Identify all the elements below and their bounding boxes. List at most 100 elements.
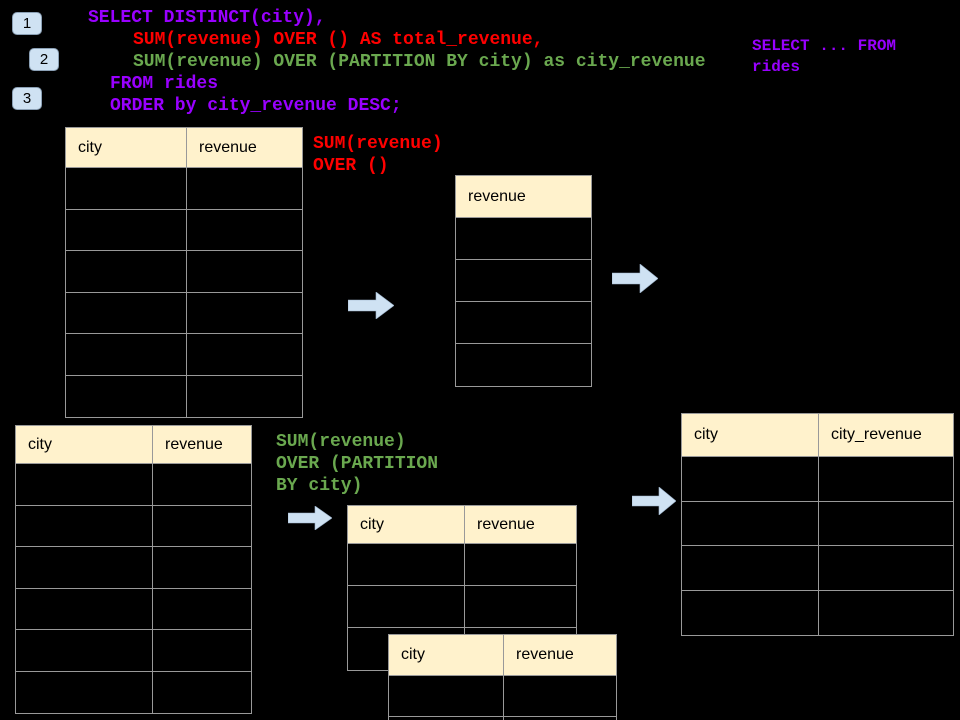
sql-line-sum-over: SUM(revenue) OVER () AS total_revenue, xyxy=(133,30,544,50)
table-cell-empty xyxy=(16,506,152,547)
table-cell-empty xyxy=(152,671,251,713)
table-total-result-header: revenue xyxy=(456,176,591,218)
table-row xyxy=(682,590,953,636)
label-total-revenue: SUM(revenue) OVER () xyxy=(313,133,443,177)
table-cell-empty xyxy=(66,210,186,251)
step-badge-2-label: 2 xyxy=(39,51,49,68)
table-cell-empty xyxy=(456,260,591,301)
label-partition-line2: OVER (PARTITION xyxy=(276,454,439,474)
table-cell-empty xyxy=(464,544,576,585)
table-cell-empty xyxy=(16,464,152,505)
side-note-line2: rides xyxy=(752,58,801,76)
column-header-city-revenue: city_revenue xyxy=(818,414,953,456)
table-row xyxy=(348,544,576,586)
table-cell-empty xyxy=(66,334,186,375)
table-cell-empty xyxy=(389,676,503,716)
table-row xyxy=(456,218,591,260)
step-badge-1-label: 1 xyxy=(22,15,32,32)
table-row xyxy=(16,630,251,672)
column-header-revenue: revenue xyxy=(503,635,616,675)
column-header-revenue: revenue xyxy=(152,426,251,463)
step-badge-1: 1 xyxy=(12,12,42,35)
table-partition-mid-header: city revenue xyxy=(348,506,576,544)
table-final-result-header: city city_revenue xyxy=(682,414,953,457)
table-partition-overlay: city revenue xyxy=(388,634,617,720)
sql-line-select: SELECT DISTINCT(city), xyxy=(88,8,326,28)
table-row xyxy=(389,717,616,720)
label-partition: SUM(revenue) OVER (PARTITION BY city) xyxy=(276,431,438,497)
label-total-revenue-line2: OVER () xyxy=(313,156,389,176)
flow-arrow-icon xyxy=(612,264,658,293)
table-row xyxy=(456,302,591,344)
table-final-result: city city_revenue xyxy=(681,413,954,636)
table-cell-empty xyxy=(152,505,251,546)
label-total-revenue-line1: SUM(revenue) xyxy=(313,134,443,154)
table-row xyxy=(16,671,251,713)
table-cell-empty xyxy=(186,251,302,292)
table-source-top-body xyxy=(66,168,302,417)
table-partition-overlay-header: city revenue xyxy=(389,635,616,676)
column-header-city: city xyxy=(401,646,425,663)
step-badge-2: 2 xyxy=(29,48,59,71)
column-header-city: city xyxy=(78,138,102,156)
table-total-result: revenue xyxy=(455,175,592,387)
table-source-top-header: city revenue xyxy=(66,128,302,168)
table-cell-empty xyxy=(348,586,464,627)
table-row xyxy=(66,209,302,251)
table-cell-empty xyxy=(682,591,818,636)
column-header-city: city xyxy=(694,426,718,443)
table-row xyxy=(682,546,953,591)
table-cell-empty xyxy=(16,630,152,671)
column-header-revenue: revenue xyxy=(464,506,576,543)
table-cell-empty xyxy=(186,334,302,375)
table-cell-empty xyxy=(503,717,616,720)
table-partition-overlay-body xyxy=(389,676,616,720)
table-cell-empty xyxy=(66,168,186,209)
table-row xyxy=(66,251,302,293)
column-header-revenue: revenue xyxy=(186,128,302,167)
table-cell-empty xyxy=(503,676,616,716)
table-row xyxy=(16,588,251,630)
table-cell-empty xyxy=(152,464,251,505)
table-cell-empty xyxy=(464,586,576,627)
table-cell-empty xyxy=(456,218,591,259)
table-row xyxy=(16,464,251,506)
table-row xyxy=(456,344,591,386)
label-partition-line1: SUM(revenue) xyxy=(276,432,406,452)
flow-arrow-icon xyxy=(632,487,676,515)
side-note: SELECT ... FROM rides xyxy=(752,36,896,78)
table-cell-empty xyxy=(16,547,152,588)
table-row xyxy=(348,586,576,628)
table-cell-empty xyxy=(16,589,152,630)
table-row xyxy=(389,676,616,717)
table-cell-empty xyxy=(186,168,302,209)
table-row xyxy=(66,375,302,417)
table-cell-empty xyxy=(66,251,186,292)
label-partition-line3: BY city) xyxy=(276,476,363,496)
table-row xyxy=(682,501,953,546)
table-cell-empty xyxy=(818,501,953,545)
table-cell-empty xyxy=(682,546,818,590)
table-cell-empty xyxy=(456,344,591,386)
side-note-line1: SELECT ... FROM xyxy=(752,37,897,55)
table-cell-empty xyxy=(818,590,953,635)
table-cell-empty xyxy=(186,375,302,417)
table-row xyxy=(682,457,953,502)
table-row xyxy=(456,260,591,302)
table-row xyxy=(16,505,251,547)
table-final-result-body xyxy=(682,457,953,635)
column-header-city: city xyxy=(28,435,52,453)
table-source-top: city revenue xyxy=(65,127,303,418)
table-row xyxy=(66,292,302,334)
table-row xyxy=(66,168,302,210)
table-cell-empty xyxy=(152,547,251,588)
step-badge-3-label: 3 xyxy=(22,90,32,107)
sql-line-from: FROM rides xyxy=(110,74,219,94)
table-source-bottom-body xyxy=(16,464,251,713)
column-header-revenue: revenue xyxy=(468,187,526,205)
table-cell-empty xyxy=(456,302,591,343)
table-source-bottom-header: city revenue xyxy=(16,426,251,464)
table-partition-mid: city revenue xyxy=(347,505,577,671)
table-row xyxy=(66,334,302,376)
